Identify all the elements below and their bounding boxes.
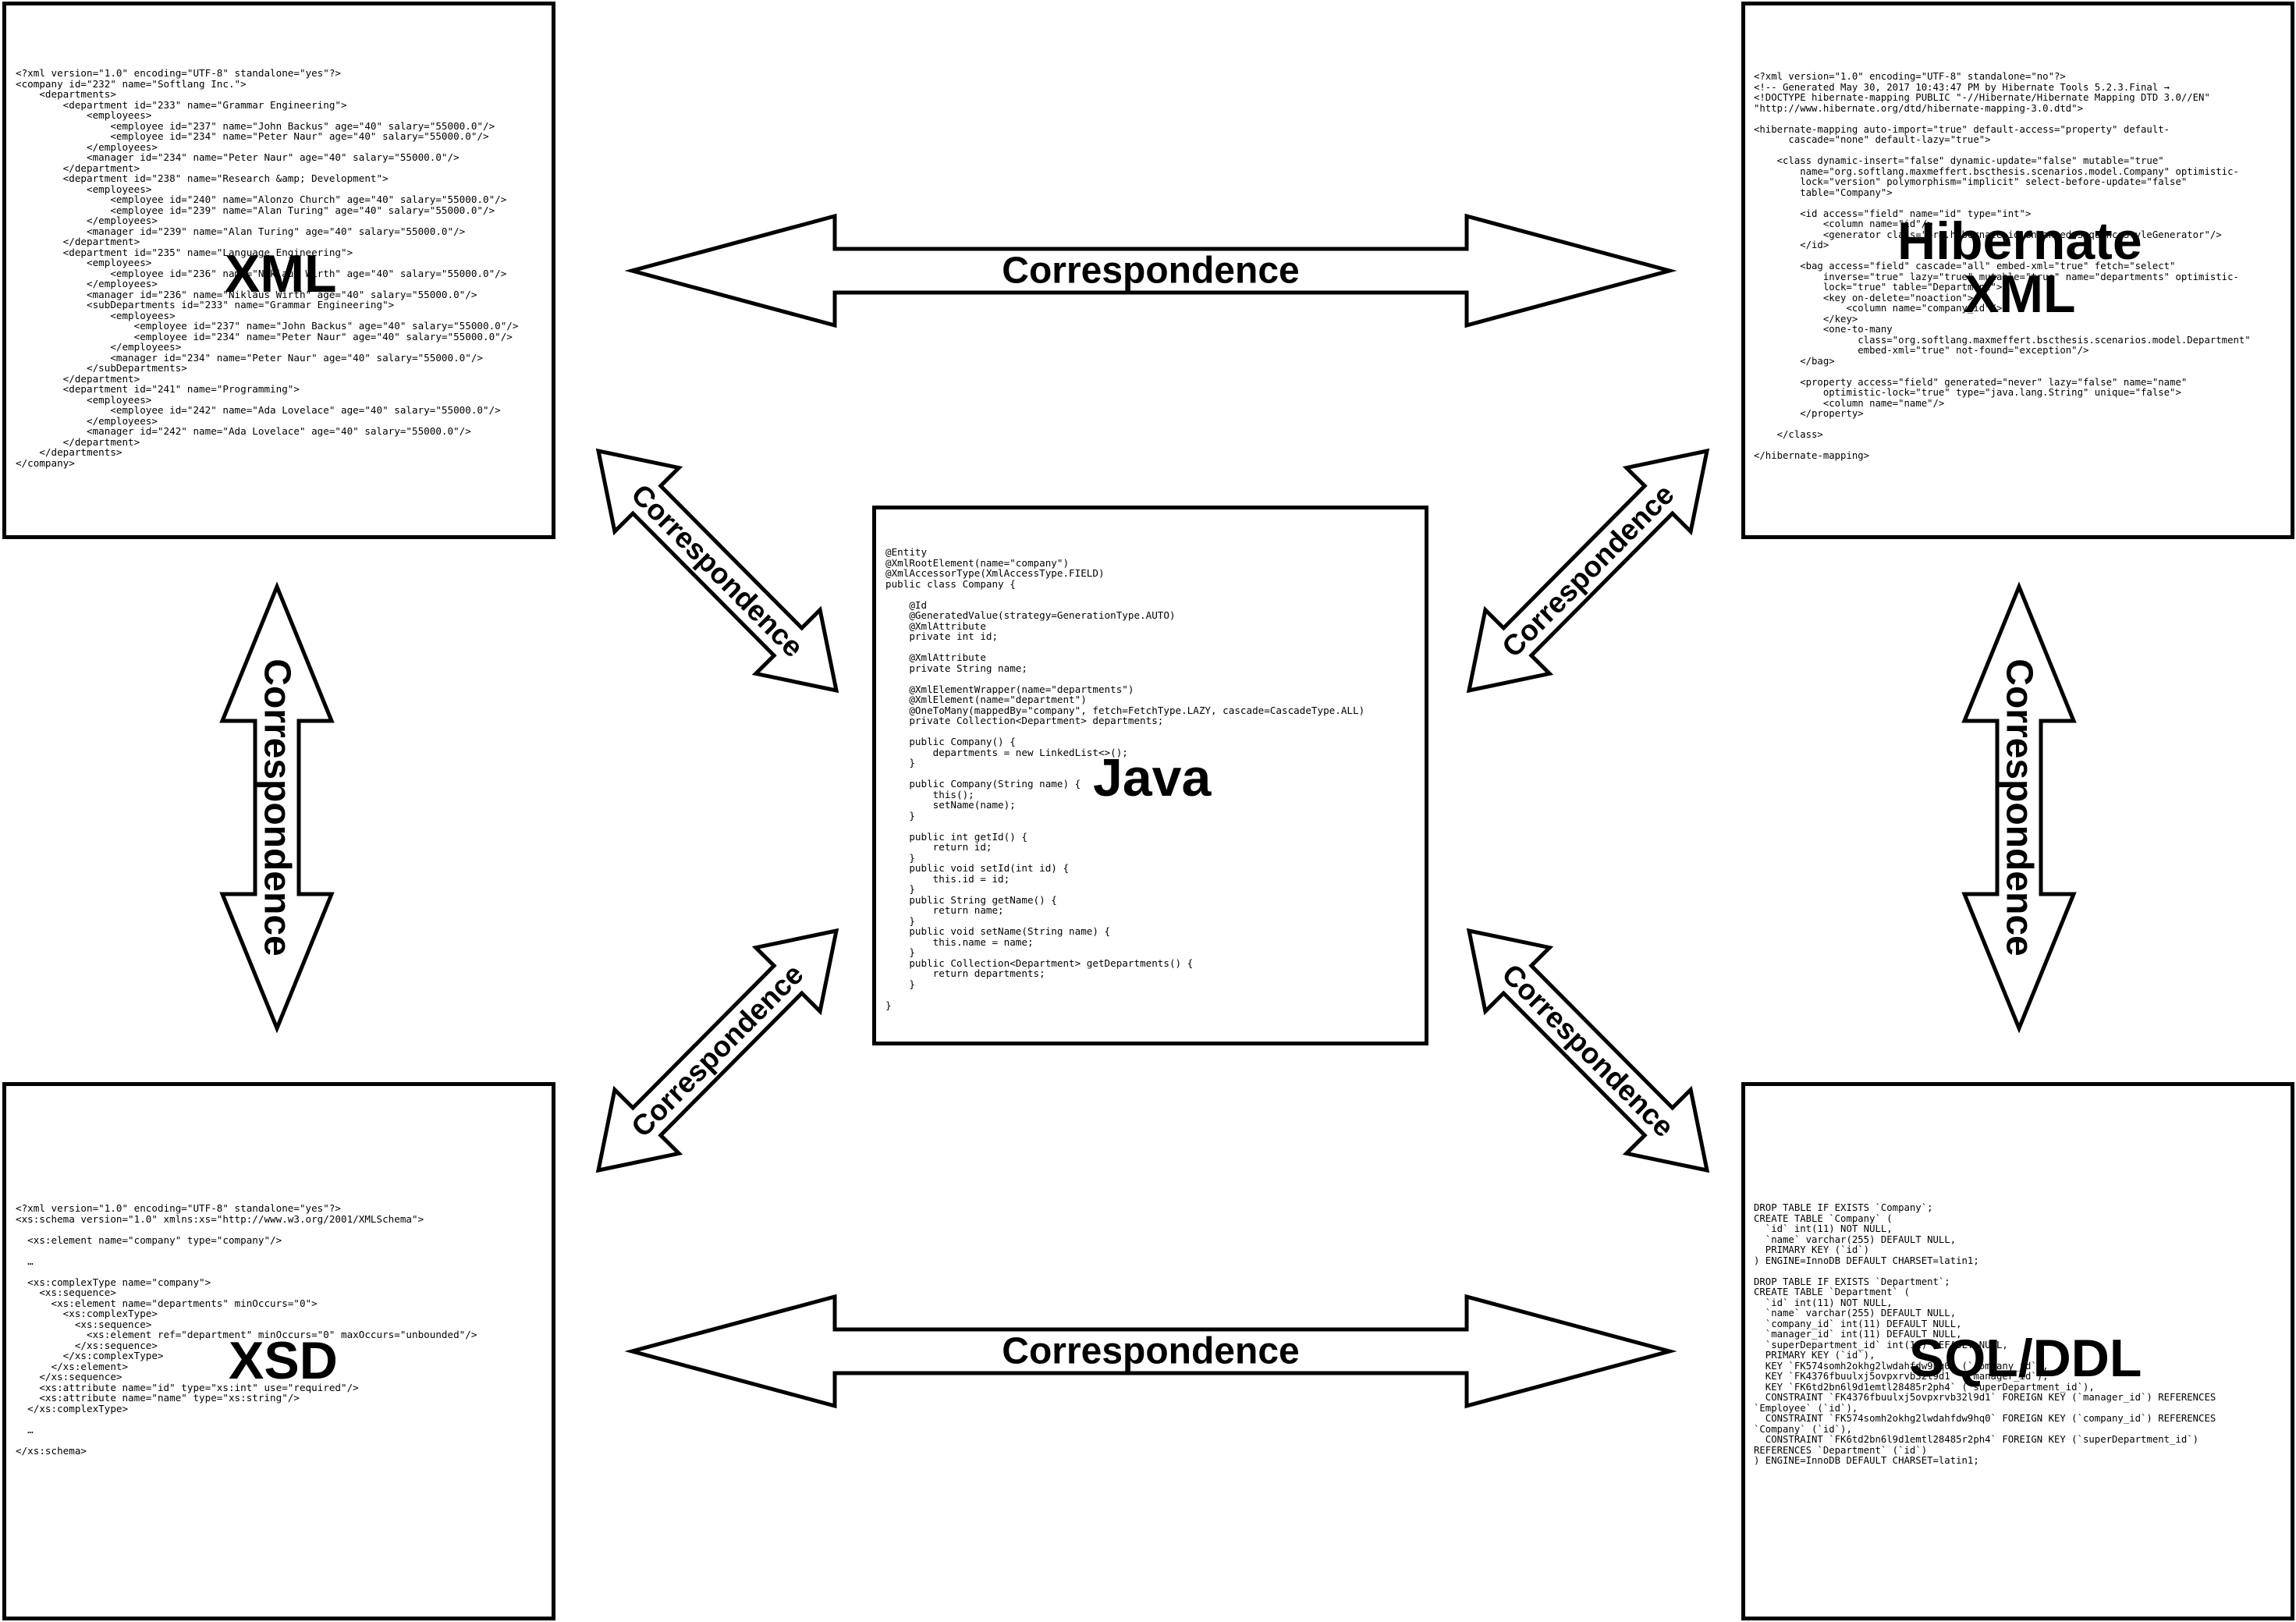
correspondence-arrow-java-sql: [1466, 928, 1710, 1173]
hibernate-xml-code: <?xml version="1.0" encoding="UTF-8" sta…: [1754, 71, 2251, 461]
correspondence-label-xml-hibernate: Correspondence: [1002, 250, 1299, 292]
correspondence-arrow-xml-hibernate: [624, 213, 1677, 328]
sql-ddl-code: DROP TABLE IF EXISTS `Company`; CREATE T…: [1754, 1202, 2216, 1466]
correspondence-label-java-xml: Correspondence: [625, 478, 809, 663]
xml-box: <?xml version="1.0" encoding="UTF-8" sta…: [2, 2, 555, 539]
correspondence-label-xml-xsd: Correspondence: [257, 658, 298, 956]
hibernate-xml-title: Hibernate XML: [1897, 211, 2142, 324]
xml-code: <?xml version="1.0" encoding="UTF-8" sta…: [16, 67, 519, 469]
correspondence-label-java-sql: Correspondence: [1496, 958, 1680, 1143]
java-box: @Entity @XmlRootElement(name="company") …: [872, 506, 1428, 1045]
correspondence-arrow-java-xml: [595, 448, 839, 694]
xsd-title: XSD: [229, 1331, 338, 1390]
correspondence-label-java-xsd: Correspondence: [625, 958, 809, 1143]
xml-title: XML: [225, 244, 337, 303]
java-code: @Entity @XmlRootElement(name="company") …: [885, 546, 1365, 1011]
correspondence-arrow-java-hibernate: [1466, 448, 1710, 694]
sql-ddl-title: SQL/DDL: [1909, 1329, 2142, 1388]
correspondence-arrow-xsd-sql: [624, 1294, 1677, 1409]
correspondence-arrow-hibernate-sql: [1961, 581, 2077, 1034]
hibernate-xml-box: <?xml version="1.0" encoding="UTF-8" sta…: [1741, 2, 2294, 539]
sql-ddl-box: DROP TABLE IF EXISTS `Company`; CREATE T…: [1741, 1082, 2294, 1620]
correspondence-arrow-java-xsd: [595, 928, 839, 1173]
correspondence-arrow-xml-xsd: [219, 581, 335, 1034]
xsd-box: <?xml version="1.0" encoding="UTF-8" sta…: [2, 1082, 555, 1620]
java-title: Java: [1093, 748, 1212, 807]
correspondence-label-xsd-sql: Correspondence: [1002, 1331, 1299, 1372]
xsd-code: <?xml version="1.0" encoding="UTF-8" sta…: [16, 1202, 477, 1457]
correspondence-label-java-hibernate: Correspondence: [1496, 478, 1680, 663]
correspondence-label-hibernate-sql: Correspondence: [1999, 658, 2040, 956]
